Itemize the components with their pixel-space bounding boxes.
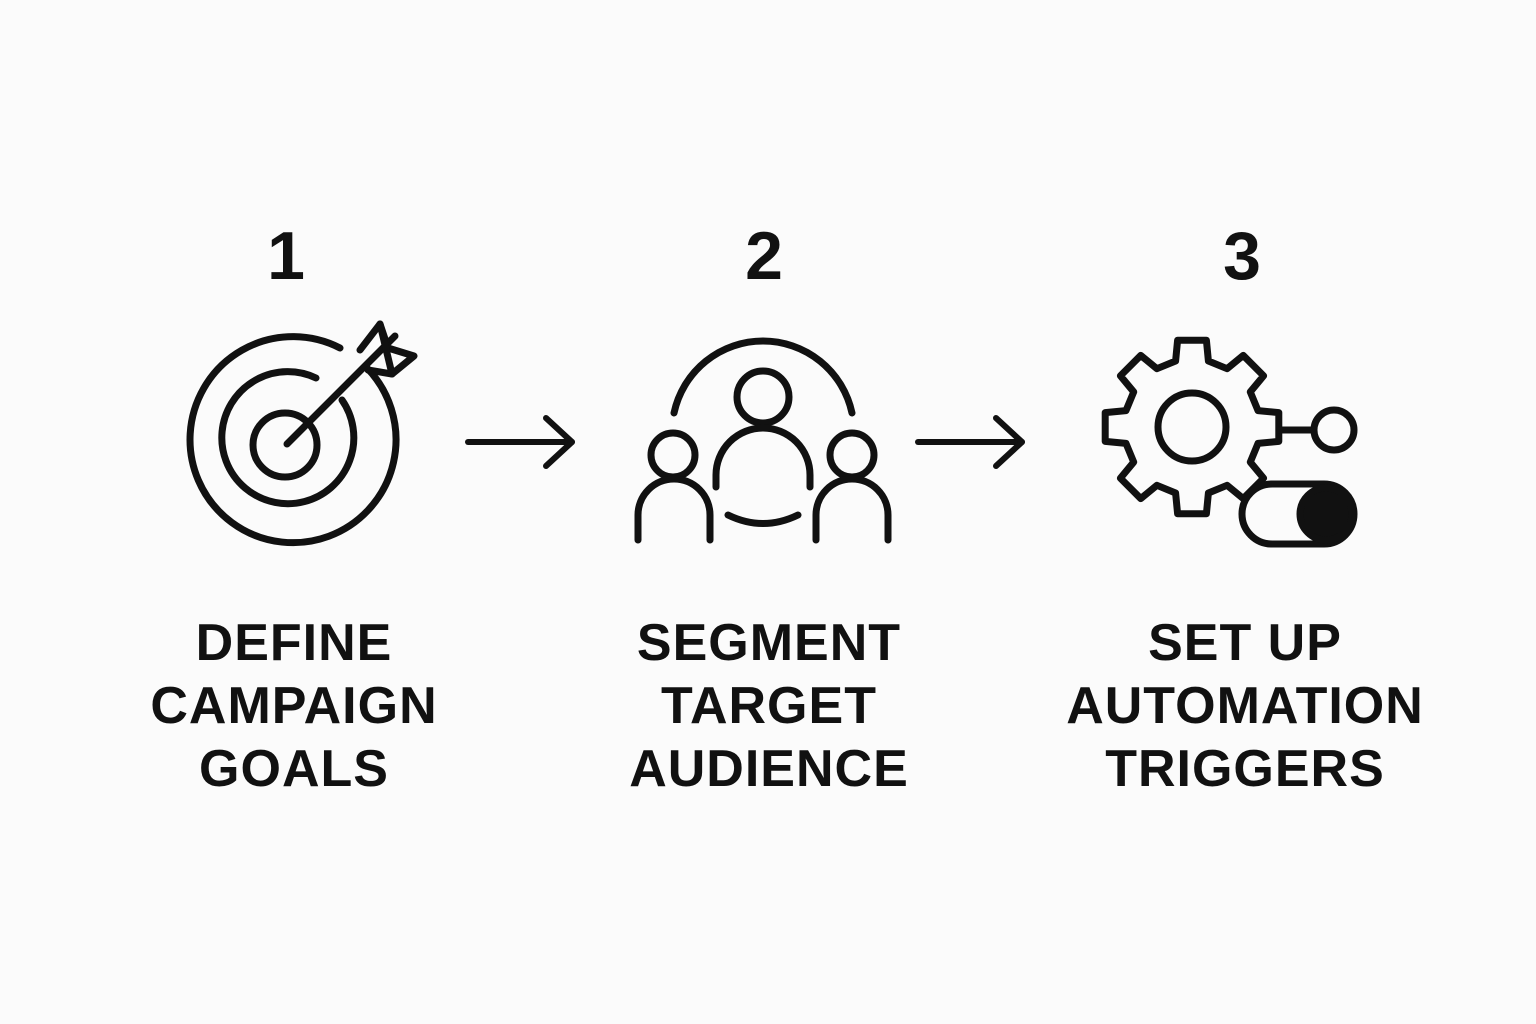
right-arrow-icon [462, 412, 582, 477]
step-3-label-line-1: SET UP [1148, 614, 1342, 672]
step-2-number: 2 [745, 218, 783, 294]
step-2-label-line-3: AUDIENCE [629, 740, 909, 798]
step-2-label-line-1: SEGMENT [636, 614, 902, 672]
step-1-label: DEFINE CAMPAIGN GOALS [114, 612, 474, 801]
step-3-label-line-3: TRIGGERS [1105, 740, 1385, 798]
target-with-arrow-icon [170, 310, 440, 570]
step-1-label-line-1: DEFINE [195, 614, 393, 672]
step-2-label: SEGMENT TARGET AUDIENCE [589, 612, 949, 801]
step-2-label-line-2: TARGET [661, 677, 877, 735]
step-3-label: SET UP AUTOMATION TRIGGERS [1065, 612, 1425, 801]
step-3-number: 3 [1223, 218, 1261, 294]
step-1-number: 1 [267, 218, 305, 294]
right-arrow-icon [912, 412, 1032, 477]
audience-group-icon [628, 335, 898, 550]
step-3-label-line-2: AUTOMATION [1066, 677, 1424, 735]
gear-toggle-icon [1094, 332, 1364, 557]
step-1-label-line-3: GOALS [199, 740, 389, 798]
step-1-label-line-2: CAMPAIGN [150, 677, 438, 735]
